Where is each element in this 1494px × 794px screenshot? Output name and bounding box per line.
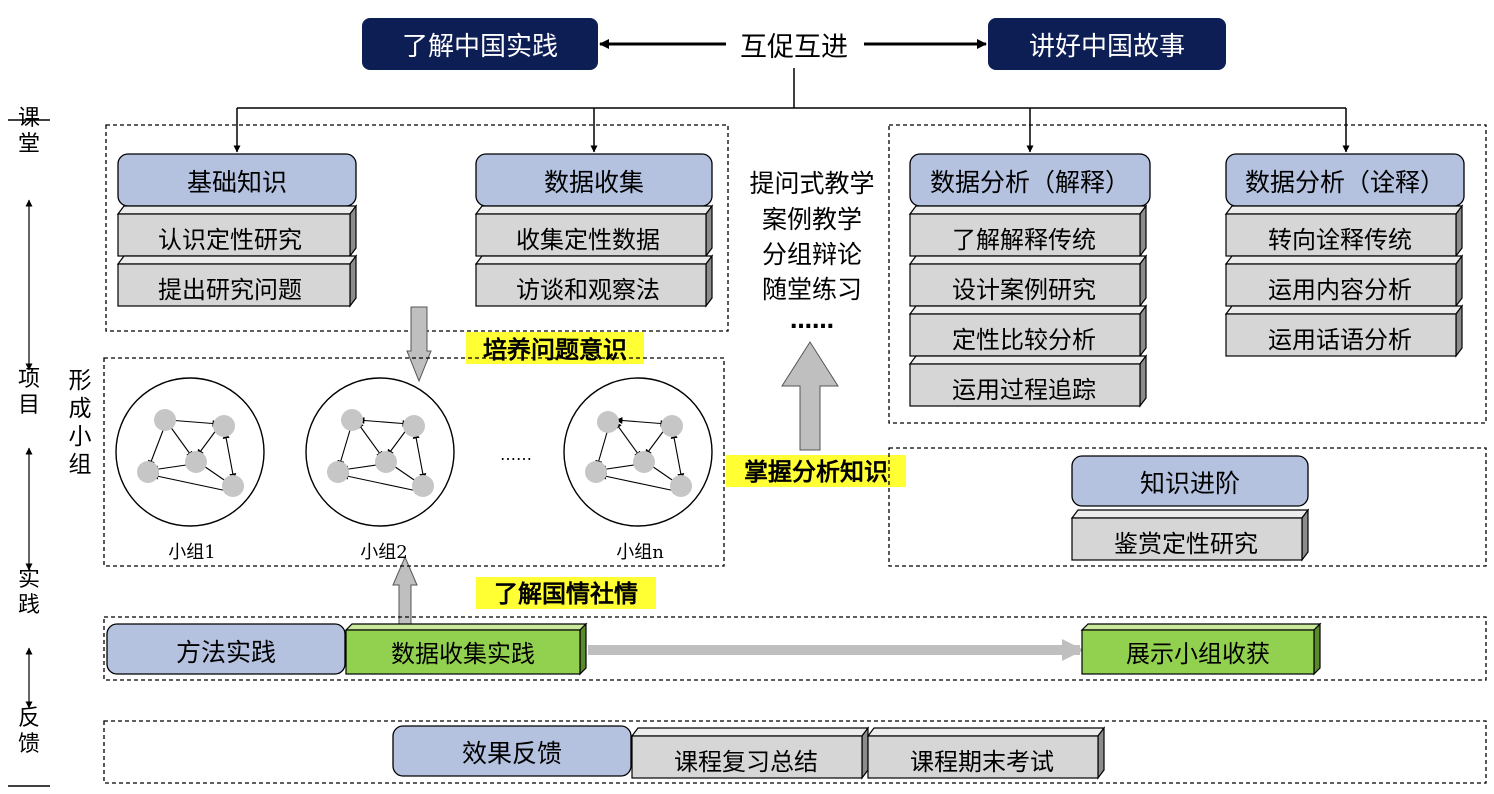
module-effect-feedback: 效果反馈: [392, 725, 632, 777]
item-box: 运用过程追踪: [908, 354, 1148, 408]
module-advanced-knowledge-title: 知识进阶: [1140, 469, 1240, 498]
item-box: 定性比较分析: [908, 304, 1148, 358]
item-label: 设计案例研究: [952, 276, 1096, 304]
module-basic-knowledge-title: 基础知识: [187, 168, 287, 197]
item-label: 转向诠释传统: [1268, 226, 1412, 254]
stage-classroom: 课堂: [18, 106, 40, 157]
feedback-frame: [103, 720, 1487, 784]
item-label: 运用内容分析: [1268, 276, 1412, 304]
highlight-problem-awareness-text: 培养问题意识: [483, 335, 627, 364]
item-box: 收集定性数据: [474, 204, 714, 258]
practice-step-label: 数据收集实践: [391, 640, 535, 668]
item-label: 收集定性数据: [516, 226, 660, 254]
group-circle: [563, 377, 713, 527]
module-analysis-explanation: 数据分析（解释）: [909, 153, 1151, 207]
highlight-problem-awareness: [466, 332, 644, 364]
item-box: 转向诠释传统: [1224, 204, 1464, 258]
practice-frame: [103, 616, 1487, 681]
module-method-practice: 方法实践: [106, 623, 346, 675]
module-analysis-explanation-title: 数据分析（解释）: [930, 168, 1130, 197]
item-box: 课程期末考试: [866, 726, 1106, 780]
item-label: 运用话语分析: [1268, 326, 1412, 354]
item-box: 运用话语分析: [1224, 304, 1464, 358]
module-data-collection: 数据收集: [475, 153, 713, 207]
module-data-collection-title: 数据收集: [544, 168, 644, 197]
item-label: 鉴赏定性研究: [1114, 530, 1258, 558]
item-box: 课程复习总结: [630, 726, 870, 780]
module-analysis-interpretation: 数据分析（诠释）: [1225, 153, 1465, 207]
stage-practice: 实践: [18, 567, 40, 618]
group-name: 小组1: [168, 542, 215, 563]
up-arrow-icon: [392, 555, 418, 628]
module-effect-feedback-title: 效果反馈: [462, 739, 562, 768]
item-box: 提出研究问题: [116, 254, 358, 308]
top-left-box: 了解中国实践: [362, 18, 598, 70]
practice-step-label: 展示小组收获: [1126, 640, 1270, 668]
group-name: 小组2: [360, 542, 407, 563]
top-left-label: 了解中国实践: [402, 32, 558, 62]
up-arrow-icon: [781, 341, 839, 451]
item-label: 访谈和观察法: [516, 276, 660, 304]
module-method-practice-title: 方法实践: [176, 638, 276, 667]
item-label: 定性比较分析: [952, 326, 1096, 354]
classroom-right-frame: [888, 124, 1487, 424]
tree-connector: [233, 68, 1350, 153]
top-right-box: 讲好中国故事: [988, 18, 1226, 70]
mutual-promotion-label: 互促互进: [740, 32, 848, 63]
teaching-method: 分组辩论: [762, 240, 862, 269]
stage-project: 项目: [18, 367, 40, 418]
top-right-label: 讲好中国故事: [1029, 32, 1185, 62]
teaching-method: 提问式教学: [749, 169, 874, 198]
practice-step-show-results: 展示小组收获: [1080, 622, 1322, 676]
classroom-left-frame: [105, 124, 729, 332]
item-label: 了解解释传统: [952, 226, 1096, 254]
stage-feedback: 反馈: [18, 706, 40, 757]
teaching-method-ellipsis: ……: [790, 309, 834, 334]
highlight-national-conditions: [476, 577, 656, 609]
item-box: 认识定性研究: [116, 204, 358, 258]
item-box: 设计案例研究: [908, 254, 1148, 308]
groups-frame: [103, 357, 725, 567]
highlight-national-conditions-text: 了解国情社情: [494, 579, 638, 608]
stage-axis: 课堂 项目 实践 反馈: [8, 106, 50, 787]
module-basic-knowledge: 基础知识: [117, 153, 357, 207]
teaching-methods: 提问式教学 案例教学 分组辩论 随堂练习 ……: [749, 169, 874, 334]
down-arrow-icon: [406, 306, 432, 383]
highlight-analysis-knowledge-text: 掌握分析知识: [744, 457, 888, 486]
item-box: 鉴赏定性研究: [1070, 508, 1310, 562]
groups-ellipsis: ……: [500, 445, 532, 464]
item-label: 课程期末考试: [910, 748, 1054, 776]
group-name: 小组n: [616, 542, 664, 563]
teaching-method: 随堂练习: [762, 275, 862, 304]
form-groups-label: 形成小组: [69, 368, 92, 478]
module-advanced-knowledge: 知识进阶: [1071, 455, 1309, 507]
item-box: 运用内容分析: [1224, 254, 1464, 308]
teaching-method: 案例教学: [762, 205, 862, 234]
module-analysis-interpretation-title: 数据分析（诠释）: [1245, 168, 1445, 197]
item-label: 运用过程追踪: [952, 376, 1096, 404]
group-circle: [115, 377, 265, 527]
practice-step-data-collection: 数据收集实践: [344, 622, 588, 676]
item-label: 课程复习总结: [674, 748, 818, 776]
item-box: 了解解释传统: [908, 204, 1148, 258]
item-box: 访谈和观察法: [474, 254, 714, 308]
item-label: 认识定性研究: [158, 226, 302, 254]
highlight-analysis-knowledge: [726, 455, 906, 487]
item-label: 提出研究问题: [158, 276, 302, 304]
group-circle: [305, 377, 455, 527]
